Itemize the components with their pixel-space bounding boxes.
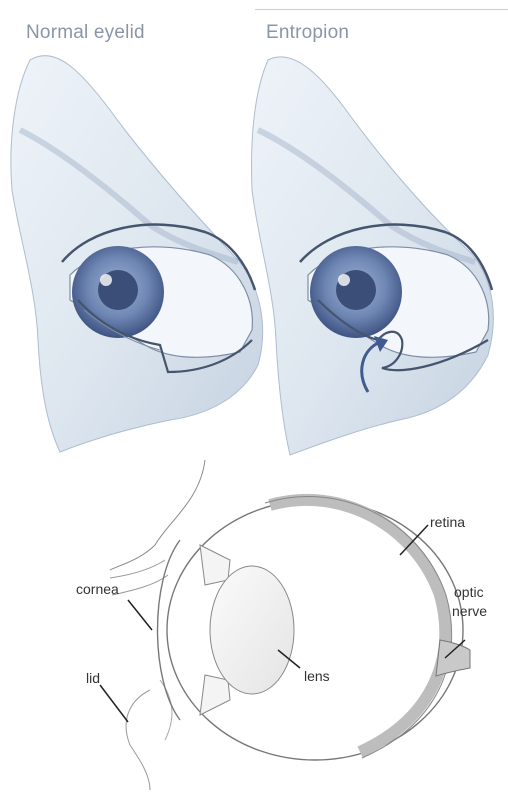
entropion-drawing [252,57,494,455]
lens-label: lens [304,668,330,684]
lid-label: lid [86,670,100,686]
nerve-label: nerve [452,603,487,619]
cornea-label: cornea [76,581,119,597]
optic-label: optic [454,584,484,600]
eye-cross-section [100,460,470,790]
retina-label: retina [430,514,465,530]
normal-eyelid-drawing [11,56,263,452]
